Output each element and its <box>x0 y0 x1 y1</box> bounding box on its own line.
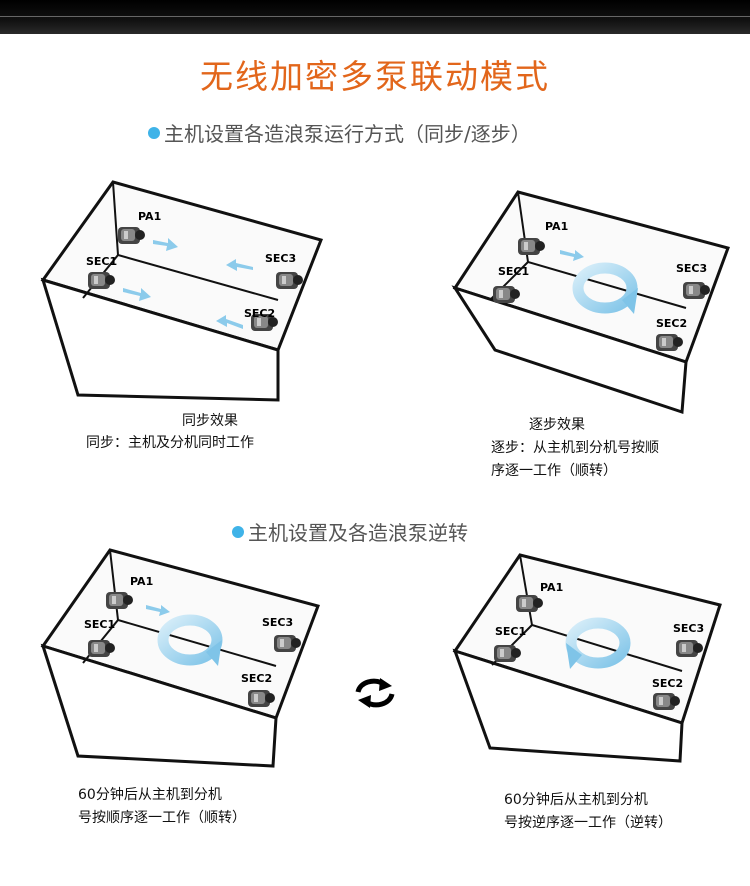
label-sec3: SEC3 <box>676 262 707 275</box>
label-pa1: PA1 <box>130 575 153 588</box>
tank-sync-diagram: PA1 SEC1 SEC3 SEC2 <box>40 180 324 402</box>
caption-step-title: 逐步效果 <box>529 417 585 433</box>
label-sec1: SEC1 <box>495 625 526 638</box>
top-banner <box>0 0 750 34</box>
flow-arrow-icon <box>560 250 584 261</box>
caption-sync-desc: 同步：主机及分机同时工作 <box>86 435 254 451</box>
swap-rotation-icon <box>355 678 395 708</box>
rotation-cw-icon <box>572 262 638 314</box>
label-sec3: SEC3 <box>673 622 704 635</box>
tank-step-diagram: PA1 SEC1 SEC3 SEC2 <box>451 190 730 415</box>
caption-step-desc-2: 序逐一工作（顺转） <box>491 463 617 479</box>
label-sec1: SEC1 <box>84 618 115 631</box>
top-divider <box>0 16 750 17</box>
bullet-dot-icon <box>232 526 244 538</box>
caption-ccw-desc-1: 60分钟后从主机到分机 <box>504 792 648 808</box>
section-sync-text: 主机设置各造浪泵运行方式（同步/逐步） <box>164 122 531 146</box>
label-sec1: SEC1 <box>498 265 529 278</box>
label-sec2: SEC2 <box>241 672 272 685</box>
section-reverse-heading: 主机设置及各造浪泵逆转 <box>232 517 468 546</box>
flow-arrow-icon <box>146 605 170 616</box>
label-pa1: PA1 <box>545 220 568 233</box>
label-sec3: SEC3 <box>262 616 293 629</box>
caption-ccw-desc-2: 号按逆序逐一工作（逆转） <box>504 815 672 831</box>
rotation-cw-icon <box>157 614 223 666</box>
label-sec1: SEC1 <box>86 255 117 268</box>
caption-step-desc-1: 逐步：从主机到分机号按顺 <box>491 440 659 456</box>
label-sec2: SEC2 <box>244 307 275 320</box>
tank-clockwise-diagram: PA1 SEC1 SEC3 SEC2 <box>40 548 320 768</box>
caption-cw-desc-1: 60分钟后从主机到分机 <box>78 787 222 803</box>
section-sync-heading: 主机设置各造浪泵运行方式（同步/逐步） <box>148 118 531 147</box>
bullet-dot-icon <box>148 127 160 139</box>
rotation-ccw-icon <box>565 617 631 669</box>
page-title: 无线加密多泵联动模式 <box>200 57 550 96</box>
label-sec3: SEC3 <box>265 252 296 265</box>
flow-arrows-icon <box>123 238 253 329</box>
label-sec2: SEC2 <box>652 677 683 690</box>
caption-sync-title: 同步效果 <box>182 413 238 429</box>
label-pa1: PA1 <box>540 581 563 594</box>
section-reverse-text: 主机设置及各造浪泵逆转 <box>248 521 468 545</box>
label-sec2: SEC2 <box>656 317 687 330</box>
label-pa1: PA1 <box>138 210 161 223</box>
tank-counterclockwise-diagram: PA1 SEC1 SEC3 SEC2 <box>452 553 722 763</box>
caption-cw-desc-2: 号按顺序逐一工作（顺转） <box>78 810 246 826</box>
